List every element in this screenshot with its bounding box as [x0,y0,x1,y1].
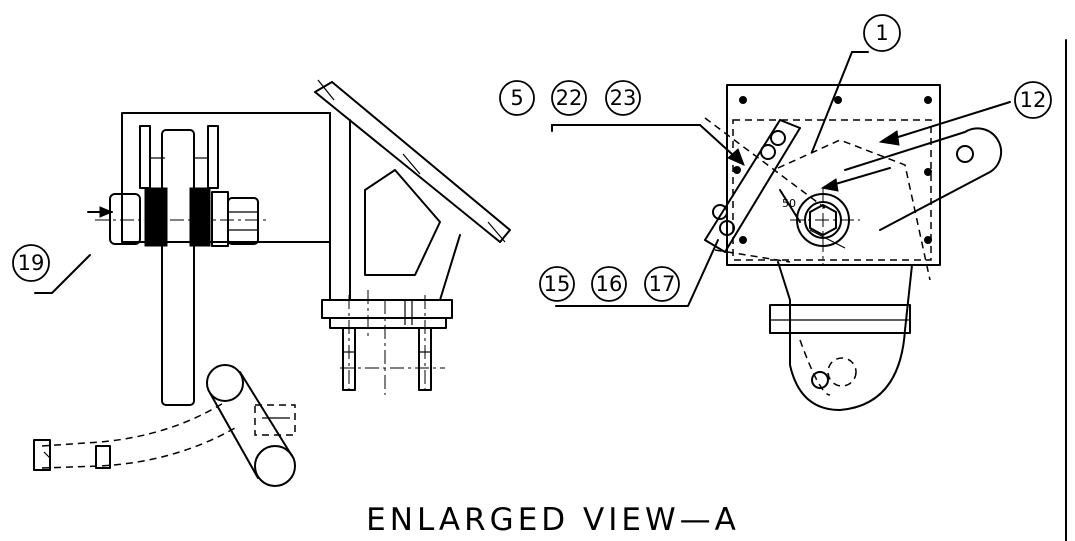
balloon-label-5: 5 [510,86,523,110]
callout-balloon-5: 5 [499,80,535,116]
callout-balloon-19: 19 [12,244,50,282]
callout-balloon-16: 16 [591,266,627,302]
callout-balloon-1: 1 [863,14,901,52]
balloon-label-12: 12 [1020,88,1047,112]
balloon-label-19: 19 [18,251,45,275]
balloon-label-17: 17 [649,272,676,296]
callout-balloon-22: 22 [551,80,587,116]
balloon-label-22: 22 [556,86,583,110]
view-title: ENLARGED VIEW—A [366,502,740,538]
callout-balloon-12: 12 [1014,81,1052,119]
dimension-label: 50 [782,197,796,210]
left-side-view [33,112,331,487]
balloon-label-16: 16 [596,272,623,296]
balloon-label-15: 15 [544,272,571,296]
callout-balloon-17: 17 [644,266,680,302]
callout-balloon-23: 23 [605,80,641,116]
balloon-label-1: 1 [875,21,888,45]
callout-balloon-15: 15 [539,266,575,302]
right-side-view: 50 [704,84,1003,411]
leader-lines [34,51,1011,307]
balloon-label-23: 23 [610,86,637,110]
bracket-view [314,79,511,395]
